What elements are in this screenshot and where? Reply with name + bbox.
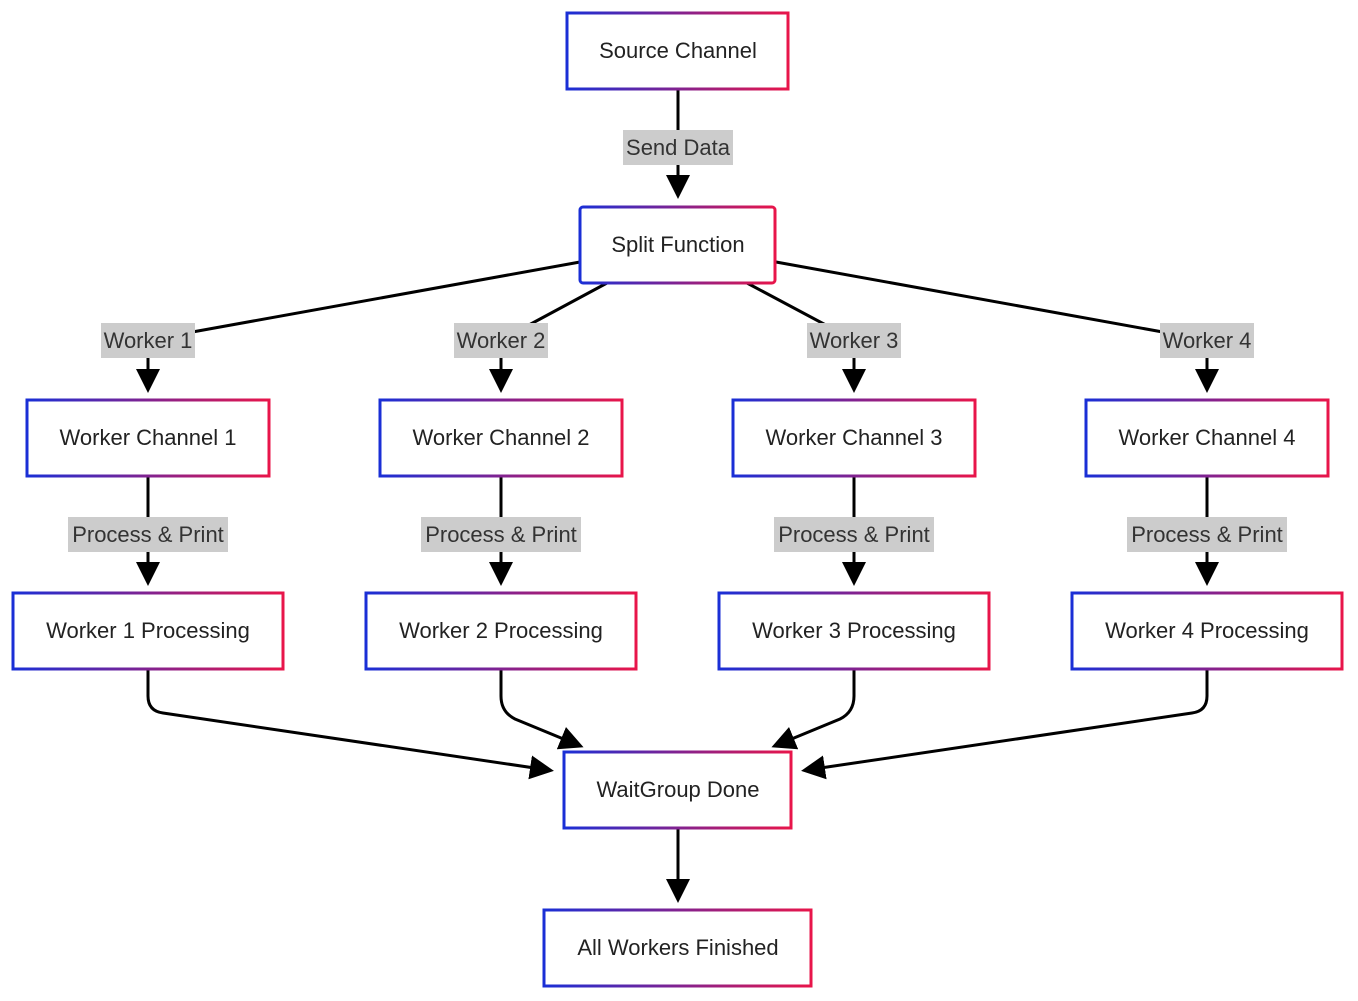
edge-worker-1-processing-to-waitgroup xyxy=(146,669,554,780)
edge-label-process-print-1-text: Process & Print xyxy=(72,522,224,547)
edge-label-worker-4: Worker 4 xyxy=(1160,323,1254,358)
edge-label-send-data: Send Data xyxy=(623,130,733,165)
node-worker-channel-3: Worker Channel 3 xyxy=(731,398,977,478)
edge-label-process-print-1: Process & Print xyxy=(68,517,228,552)
edge-label-worker-1: Worker 1 xyxy=(101,323,195,358)
node-worker-channel-2-label: Worker Channel 2 xyxy=(413,425,590,450)
edge-label-worker-3-text: Worker 3 xyxy=(810,328,899,353)
node-waitgroup-done-label: WaitGroup Done xyxy=(596,777,759,802)
node-worker-channel-2: Worker Channel 2 xyxy=(378,398,624,478)
node-worker-2-processing: Worker 2 Processing xyxy=(364,591,638,671)
edge-worker-3-processing-to-waitgroup xyxy=(771,669,856,750)
node-worker-channel-1: Worker Channel 1 xyxy=(25,398,271,478)
edge-label-process-print-3: Process & Print xyxy=(774,517,934,552)
node-worker-1-processing: Worker 1 Processing xyxy=(11,591,285,671)
node-worker-3-processing: Worker 3 Processing xyxy=(717,591,991,671)
node-source-channel: Source Channel xyxy=(565,11,790,91)
edge-worker-4-processing-to-waitgroup xyxy=(801,669,1209,780)
node-worker-2-processing-label: Worker 2 Processing xyxy=(399,618,603,643)
edge-label-worker-3: Worker 3 xyxy=(807,323,901,358)
node-all-workers-finished: All Workers Finished xyxy=(542,908,813,988)
edge-label-process-print-4-text: Process & Print xyxy=(1131,522,1283,547)
node-all-workers-finished-label: All Workers Finished xyxy=(577,935,778,960)
node-worker-3-processing-label: Worker 3 Processing xyxy=(752,618,956,643)
node-source-channel-label: Source Channel xyxy=(599,38,757,63)
edge-label-process-print-2: Process & Print xyxy=(421,517,581,552)
edge-label-worker-2: Worker 2 xyxy=(454,323,548,358)
node-worker-channel-4-label: Worker Channel 4 xyxy=(1119,425,1296,450)
edge-label-worker-2-text: Worker 2 xyxy=(457,328,546,353)
node-worker-4-processing-label: Worker 4 Processing xyxy=(1105,618,1309,643)
edge-label-worker-4-text: Worker 4 xyxy=(1163,328,1252,353)
edge-label-process-print-3-text: Process & Print xyxy=(778,522,930,547)
node-worker-channel-4: Worker Channel 4 xyxy=(1084,398,1330,478)
node-waitgroup-done: WaitGroup Done xyxy=(562,750,793,830)
node-split-function-label: Split Function xyxy=(611,232,744,257)
edge-label-process-print-4: Process & Print xyxy=(1127,517,1287,552)
node-split-function: Split Function xyxy=(578,205,777,285)
node-worker-1-processing-label: Worker 1 Processing xyxy=(46,618,250,643)
edge-label-send-data-text: Send Data xyxy=(626,135,731,160)
edge-label-worker-1-text: Worker 1 xyxy=(104,328,193,353)
edge-label-process-print-2-text: Process & Print xyxy=(425,522,577,547)
edge-labels: Send Data Worker 1 Worker 2 Worker 3 Wor… xyxy=(68,130,1287,552)
node-worker-4-processing: Worker 4 Processing xyxy=(1070,591,1344,671)
node-worker-channel-1-label: Worker Channel 1 xyxy=(60,425,237,450)
edge-worker-2-processing-to-waitgroup xyxy=(499,669,584,750)
node-worker-channel-3-label: Worker Channel 3 xyxy=(766,425,943,450)
nodes: Source Channel Split Function Worker Cha… xyxy=(11,11,1344,988)
